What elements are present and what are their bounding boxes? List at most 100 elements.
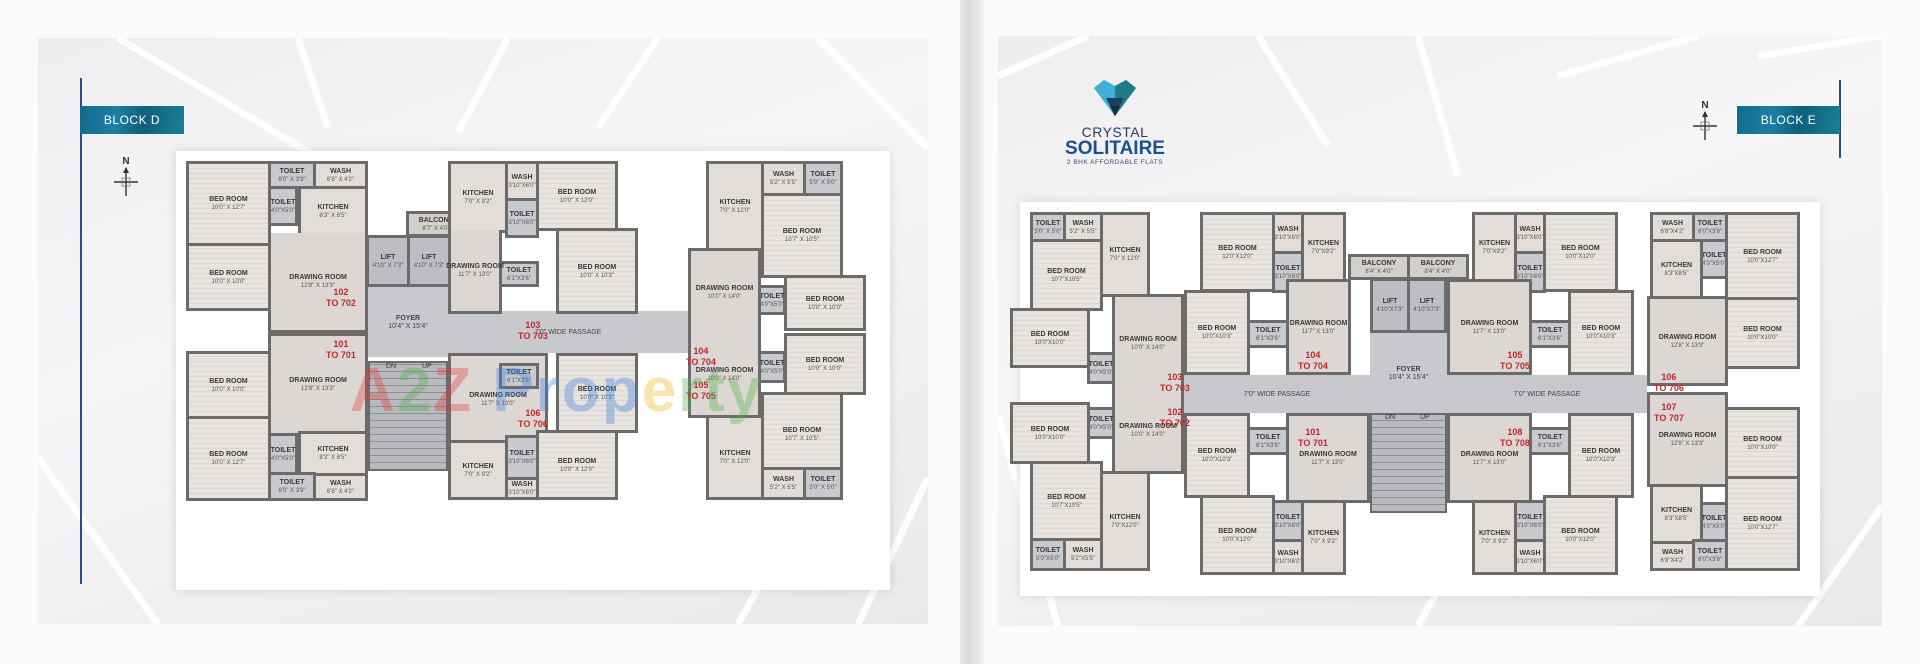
brand-tagline: 2 BHK AFFORDABLE FLATS	[1066, 159, 1164, 166]
block-d-marker-line	[80, 78, 82, 584]
stair-down-label: DN	[1385, 414, 1396, 421]
north-compass-icon: N	[1690, 100, 1720, 144]
brand-logo: CRYSTAL SOLITAIRE 2 BHK AFFORDABLE FLATS	[1060, 78, 1170, 166]
page-gutter	[960, 0, 984, 664]
compass-cross-icon	[1693, 111, 1717, 140]
block-e-marker-line	[1839, 80, 1841, 158]
brand-name-top: CRYSTAL	[1081, 124, 1149, 140]
compass-cross-icon	[114, 167, 138, 196]
staircase	[368, 361, 448, 471]
compass-north-label: N	[1701, 100, 1709, 111]
page-block-e: CRYSTAL SOLITAIRE 2 BHK AFFORDABLE FLATS…	[960, 0, 1920, 664]
block-e-label: BLOCK E	[1737, 106, 1840, 134]
wide-passage-right: 7'0" WIDE PASSAGE	[1447, 375, 1647, 413]
block-d-label: BLOCK D	[80, 106, 184, 134]
stair-up-label: UP	[422, 363, 432, 370]
staircase	[1370, 413, 1447, 513]
wide-passage-left: 7'0" WIDE PASSAGE	[1184, 375, 1370, 413]
stair-up-label: UP	[1420, 414, 1430, 421]
